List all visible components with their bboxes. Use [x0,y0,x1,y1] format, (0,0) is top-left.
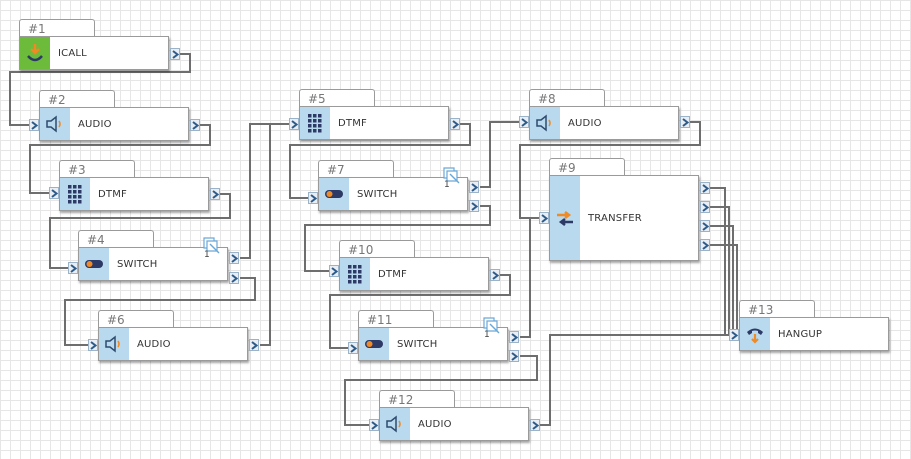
node-2-output-port-1[interactable] [190,119,200,131]
node-3-input-port[interactable] [49,187,59,199]
node-6-output-port-1[interactable] [249,339,259,351]
node-label: HANGUP [778,328,823,340]
node-id-tab: #9 [549,158,625,176]
speaker-icon [40,108,70,140]
node-body[interactable]: DTMF [339,257,489,291]
wire-17 [710,225,734,335]
node-5-output-port-1[interactable] [450,118,460,130]
toggle-icon [359,328,389,360]
node-body[interactable]: ICALL [19,36,169,70]
node-4-output-port-1[interactable] [229,252,239,264]
node-1-output-port-1[interactable] [170,48,180,60]
keypad-icon [340,258,370,290]
node-id-tab: #6 [98,310,174,328]
speaker-icon [99,328,129,360]
toggle-icon [319,178,349,210]
node-9-output-port-4[interactable] [700,239,710,251]
wire-15 [710,187,729,336]
node-9-output-port-2[interactable] [700,201,710,213]
node-4-output-port-2[interactable] [229,272,239,284]
node-id-tab: #7 [318,160,394,178]
node-body[interactable]: SWITCH [318,177,468,211]
node-11-output-port-2[interactable] [509,350,519,362]
toggle-icon [79,248,109,280]
node-id-tab: #2 [39,90,115,108]
node-label: AUDIO [78,118,112,130]
node-id-tab: #13 [739,300,815,318]
node-5-input-port[interactable] [289,118,299,130]
node-id-tab: #3 [59,160,135,178]
switch-case-count: 1 [204,250,210,260]
node-body[interactable]: AUDIO [529,106,679,140]
node-7-output-port-1[interactable] [469,181,479,193]
node-body[interactable]: DTMF [299,106,449,140]
node-id-tab: #8 [529,89,605,107]
keypad-icon [60,178,90,210]
node-body[interactable]: TRANSFER [549,175,699,261]
node-label: TRANSFER [588,212,642,224]
switch-case-count: 1 [484,330,490,340]
node-label: AUDIO [418,418,452,430]
resize-handle-icon[interactable] [202,236,222,256]
node-body[interactable]: HANGUP [739,317,889,351]
node-body[interactable]: AUDIO [39,107,189,141]
node-11-output-port-1[interactable] [509,331,519,343]
wire-16 [710,206,730,335]
node-body[interactable]: AUDIO [98,327,248,361]
node-12-input-port[interactable] [369,419,379,431]
node-id-tab: #12 [379,390,455,408]
wire-8 [480,121,519,188]
resize-handle-icon[interactable] [442,166,462,186]
node-6-input-port[interactable] [88,339,98,351]
node-9-output-port-1[interactable] [700,182,710,194]
switch-case-count: 1 [444,180,450,190]
node-body[interactable]: SWITCH [358,327,508,361]
node-9-output-port-3[interactable] [700,220,710,232]
node-3-output-port-1[interactable] [210,188,220,200]
speaker-icon [530,107,560,139]
wire-18 [710,244,738,335]
node-label: DTMF [98,188,127,200]
node-8-input-port[interactable] [519,116,529,128]
node-13-input-port[interactable] [729,329,739,341]
node-10-input-port[interactable] [329,265,339,277]
node-label: SWITCH [117,258,158,270]
node-label: SWITCH [397,338,438,350]
node-id-tab: #4 [78,230,154,248]
resize-handle-icon[interactable] [482,316,502,336]
hangup-icon [740,318,770,350]
node-label: ICALL [58,47,87,59]
node-4-input-port[interactable] [68,262,78,274]
keypad-icon [300,107,330,139]
wire-12 [520,217,539,338]
transfer-icon [550,176,580,260]
node-2-input-port[interactable] [29,119,39,131]
speaker-icon [380,408,410,440]
node-11-input-port[interactable] [348,342,358,354]
node-label: AUDIO [137,338,171,350]
wire-14 [540,334,729,426]
node-8-output-port-1[interactable] [680,116,690,128]
node-7-input-port[interactable] [308,192,318,204]
node-id-tab: #10 [339,240,415,258]
incoming-call-icon [20,37,50,69]
wire-4 [240,123,290,259]
node-body[interactable]: AUDIO [379,407,529,441]
node-body[interactable]: SWITCH [78,247,228,281]
node-id-tab: #1 [19,19,95,37]
node-body[interactable]: DTMF [59,177,209,211]
wire-6 [260,123,290,346]
node-9-input-port[interactable] [539,212,549,224]
node-7-output-port-2[interactable] [469,200,479,212]
node-id-tab: #5 [299,89,375,107]
node-label: SWITCH [357,188,398,200]
node-id-tab: #11 [358,310,434,328]
node-label: AUDIO [568,117,602,129]
node-label: DTMF [338,117,367,129]
node-12-output-port-1[interactable] [530,419,540,431]
node-10-output-port-1[interactable] [490,269,500,281]
node-label: DTMF [378,268,407,280]
